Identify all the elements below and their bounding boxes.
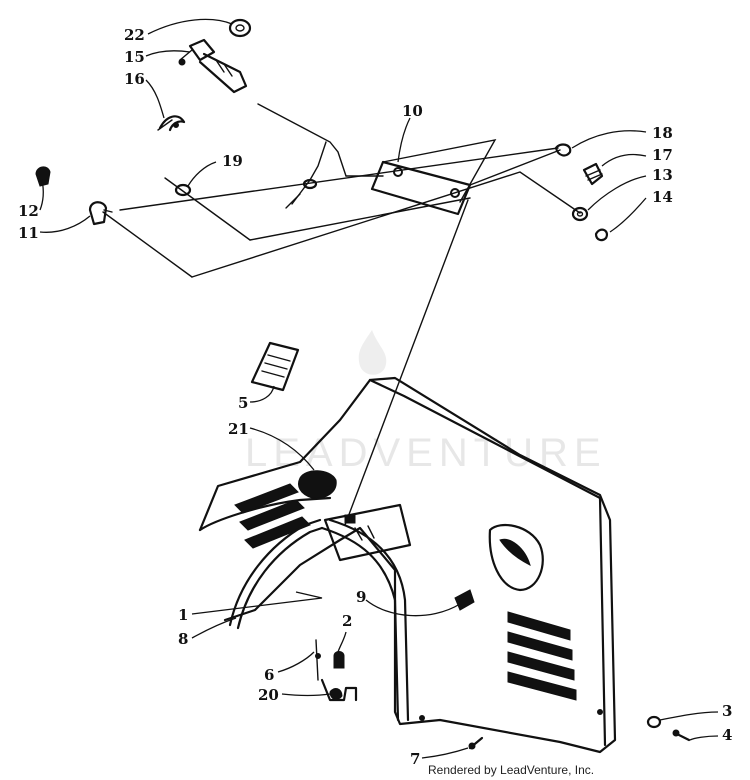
cable-end [285, 178, 318, 209]
leader-6 [277, 651, 315, 673]
knob-part-12 [35, 166, 51, 187]
callout-6: 6 [264, 666, 274, 684]
edge-trim-part-8 [320, 518, 410, 722]
leader-1 [191, 591, 323, 615]
leader-7 [421, 747, 469, 759]
callout-3: 3 [722, 702, 732, 720]
screw-part-4 [672, 729, 691, 742]
callout-9: 9 [356, 588, 366, 606]
cable-line [249, 197, 471, 241]
cable-line [291, 141, 327, 205]
washer-part-18 [554, 143, 572, 157]
bracket-part-20 [320, 678, 358, 702]
clip-part-16 [157, 115, 186, 132]
leader-5 [249, 385, 275, 403]
credit-text: Rendered by LeadVenture, Inc. [428, 763, 594, 777]
callout-16: 16 [124, 70, 145, 88]
leader-21 [249, 427, 315, 471]
cable-line [119, 147, 559, 211]
bracket-part-10 [370, 160, 472, 216]
cable-line [102, 211, 193, 278]
washer-part-13 [571, 206, 589, 222]
callout-7: 7 [410, 750, 420, 768]
callout-5: 5 [238, 394, 248, 412]
cable-line [257, 103, 347, 177]
louvre-vents-right [507, 611, 577, 701]
decal-part-5 [250, 341, 300, 392]
cable-line [382, 139, 497, 203]
leader-17 [601, 153, 647, 167]
ring-nut-part-22 [228, 18, 252, 38]
bracket-hole [393, 167, 403, 177]
leader-15 [145, 50, 191, 57]
housing-part-outline [198, 376, 617, 754]
watermark-text: LEADVENTURE [245, 431, 607, 475]
callout-17: 17 [652, 146, 673, 164]
grommet-part-21 [298, 470, 337, 499]
cable-line [344, 199, 469, 526]
callout-13: 13 [652, 166, 673, 184]
ignition-switch-part-15 [178, 38, 248, 94]
watermark-flame-icon [358, 330, 387, 375]
leader-20 [281, 693, 331, 697]
spring-part-17 [582, 162, 604, 186]
callout-20: 20 [258, 686, 279, 704]
leader-12 [39, 179, 44, 211]
housing-side-edge [598, 496, 607, 747]
cable-line [191, 171, 581, 278]
callout-19: 19 [222, 152, 243, 170]
leader-3 [659, 711, 719, 721]
clip-part-14 [594, 228, 608, 242]
watermark: LEADVENTURE [245, 330, 607, 475]
leader-22 [147, 18, 233, 35]
leader-10 [397, 117, 411, 163]
callout-4: 4 [722, 726, 732, 744]
leader-14 [609, 197, 647, 233]
leader-18 [571, 130, 647, 149]
callout-1: 1 [178, 606, 188, 624]
housing-dome [488, 523, 544, 592]
bushing-part-11 [88, 201, 113, 226]
callout-21: 21 [228, 420, 249, 438]
callout-14: 14 [652, 188, 673, 206]
leader-13 [587, 175, 647, 211]
callout-10: 10 [402, 102, 423, 120]
leader-11 [39, 215, 91, 233]
callout-2: 2 [342, 612, 352, 630]
leader-4 [689, 735, 719, 741]
washer-part-19 [174, 183, 192, 197]
washer-part-3 [646, 715, 662, 729]
cable-line [469, 149, 561, 186]
louvre-vents-left [234, 483, 311, 549]
callout-15: 15 [124, 48, 145, 66]
callout-12: 12 [18, 202, 39, 220]
leader-9 [365, 599, 461, 617]
leader-2 [337, 631, 347, 653]
housing-top-edge [368, 378, 602, 500]
leader-lines [39, 18, 719, 759]
screw-part-7 [468, 736, 484, 750]
upper-cable-assembly [35, 18, 608, 526]
fastener-hole [419, 715, 425, 721]
callout-8: 8 [178, 630, 188, 648]
leader-19 [187, 161, 217, 187]
latch-part-9 [454, 589, 475, 611]
screw-part-6 [315, 639, 321, 681]
callout-labels: 22 15 16 10 19 18 17 13 14 12 11 5 21 1 … [18, 26, 732, 768]
callout-22: 22 [124, 26, 145, 44]
leader-8 [191, 617, 237, 639]
switch-panel-plate [323, 503, 412, 562]
callout-11: 11 [18, 224, 39, 242]
callout-18: 18 [652, 124, 673, 142]
housing-assembly [198, 341, 691, 754]
fastener-hole [597, 709, 603, 715]
cable-line [164, 177, 251, 241]
bolt-part-2 [333, 651, 345, 669]
leader-16 [145, 79, 165, 119]
